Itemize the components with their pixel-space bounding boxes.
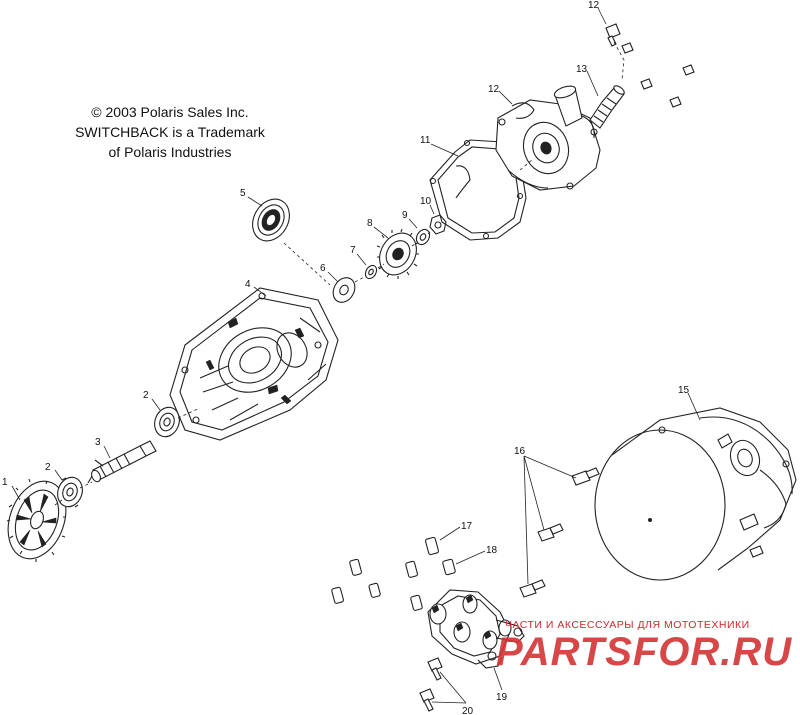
- callout-3: 3: [95, 437, 101, 448]
- trademark-line-1: SWITCHBACK is a Trademark: [75, 124, 265, 140]
- part-6-washer: [332, 277, 356, 303]
- callout-20: 20: [462, 706, 474, 715]
- part-20-bolts: [419, 657, 443, 712]
- copyright-notice: © 2003 Polaris Sales Inc. SWITCHBACK is …: [60, 102, 280, 162]
- part-3-shaft: [87, 440, 157, 484]
- callout-5: 5: [240, 188, 246, 199]
- hardware-bolts-top-right: [605, 23, 695, 108]
- part-12-pump-cover: [495, 85, 601, 191]
- part-5-seal: [252, 198, 290, 242]
- part-15-cover: [594, 407, 797, 581]
- part-2-bearing-upper: [154, 406, 180, 438]
- watermark-tagline: ЧАСТИ И АКСЕССУАРЫ ДЛЯ МОТОТЕХНИКИ: [505, 619, 750, 631]
- callout-18: 18: [486, 545, 498, 556]
- callout-19: 19: [496, 692, 508, 703]
- part-13-hose-fitting: [589, 85, 625, 129]
- part-10-nut: [429, 214, 447, 235]
- callout-16: 16: [514, 446, 526, 457]
- callout-13: 13: [576, 64, 588, 75]
- callout-7: 7: [350, 245, 356, 256]
- callout-15: 15: [678, 385, 690, 396]
- callout-12-top: 12: [588, 0, 600, 11]
- part-17-18-plugs: [331, 536, 456, 611]
- callout-4: 4: [245, 279, 251, 290]
- callout-1: 1: [2, 477, 8, 488]
- part-16-bolts: [519, 467, 600, 598]
- part-8-impeller: [376, 228, 419, 279]
- part-2-bearing-lower: [57, 476, 83, 508]
- callout-9: 9: [402, 210, 408, 221]
- callout-6: 6: [320, 263, 326, 274]
- callout-10: 10: [420, 196, 432, 207]
- copyright-line: © 2003 Polaris Sales Inc.: [91, 104, 249, 120]
- watermark-logo: PARTSFOR.RU: [496, 630, 793, 674]
- callout-17: 17: [461, 521, 473, 532]
- callout-12-cover: 12: [488, 84, 500, 95]
- part-9-washer: [415, 228, 431, 246]
- part-7-ring: [364, 264, 378, 280]
- callout-labels: 1 2 2 3 4 5 6 7 8 9 10 11 12 12 13 15 16…: [2, 0, 690, 715]
- part-11-gasket: [429, 139, 527, 241]
- callout-8: 8: [367, 218, 373, 229]
- callout-11: 11: [420, 135, 431, 146]
- trademark-line-2: of Polaris Industries: [108, 144, 232, 160]
- leader-lines: [11, 7, 701, 704]
- callout-2-upper: 2: [143, 390, 149, 401]
- part-4-housing: [169, 287, 339, 441]
- assembly-centerlines: [54, 41, 625, 506]
- part-19-valve-body: [427, 589, 525, 669]
- callout-2-lower: 2: [45, 462, 51, 473]
